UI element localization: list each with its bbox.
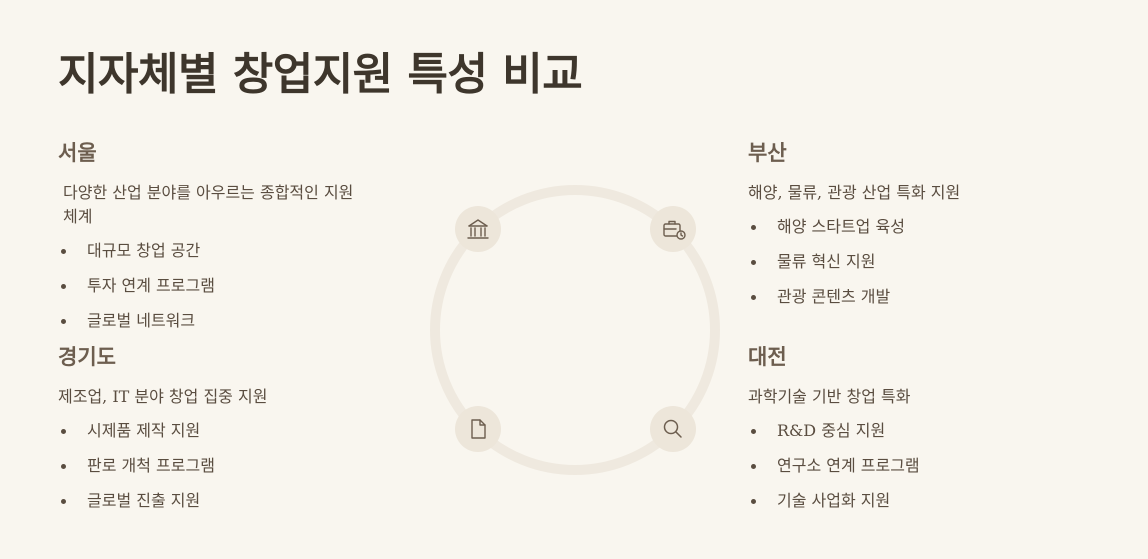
list-item: 시제품 제작 지원 <box>58 421 358 456</box>
list-item-label: R&D 중심 지원 <box>777 421 886 440</box>
list-item-label: 시제품 제작 지원 <box>87 421 201 440</box>
region-daejeon: 대전 과학기술 기반 창업 특화 R&D 중심 지원 연구소 연계 프로그램 기… <box>748 341 1048 526</box>
cycle-diagram <box>430 185 720 475</box>
list-item-label: 대규모 창업 공간 <box>87 241 201 260</box>
feature-list: R&D 중심 지원 연구소 연계 프로그램 기술 사업화 지원 <box>748 421 1048 526</box>
bullet <box>751 499 756 504</box>
list-item: 글로벌 진출 지원 <box>58 491 358 526</box>
list-item: 해양 스타트업 육성 <box>748 217 1048 252</box>
list-item: 관광 콘텐츠 개발 <box>748 287 1048 322</box>
region-description: 과학기술 기반 창업 특화 <box>748 387 911 406</box>
bullet <box>751 295 756 300</box>
region-gyeonggi: 경기도 제조업, IT 분야 창업 집중 지원 시제품 제작 지원 판로 개척 … <box>58 341 358 526</box>
list-item-label: 관광 콘텐츠 개발 <box>777 287 891 306</box>
bullet <box>61 249 66 254</box>
landmark-icon <box>455 206 501 252</box>
search-icon <box>650 406 696 452</box>
list-item: 투자 연계 프로그램 <box>58 276 358 311</box>
list-item-label: 판로 개척 프로그램 <box>87 456 215 475</box>
feature-list: 해양 스타트업 육성 물류 혁신 지원 관광 콘텐츠 개발 <box>748 217 1048 322</box>
region-description: 제조업, IT 분야 창업 집중 지원 <box>58 387 268 406</box>
bullet <box>61 429 66 434</box>
bullet <box>61 284 66 289</box>
list-item-label: 연구소 연계 프로그램 <box>777 456 920 475</box>
region-name: 대전 <box>748 345 787 369</box>
region-seoul: 서울 다양한 산업 분야를 아우르는 종합적인 지원 체계 대규모 창업 공간 … <box>58 137 358 346</box>
list-item: 글로벌 네트워크 <box>58 311 358 346</box>
region-name: 경기도 <box>58 345 116 369</box>
region-name: 부산 <box>748 141 787 165</box>
list-item-label: 물류 혁신 지원 <box>777 252 876 271</box>
bullet <box>61 319 66 324</box>
list-item: 대규모 창업 공간 <box>58 241 358 276</box>
bullet <box>751 464 756 469</box>
list-item-label: 해양 스타트업 육성 <box>777 217 905 236</box>
feature-list: 시제품 제작 지원 판로 개척 프로그램 글로벌 진출 지원 <box>58 421 358 526</box>
bullet <box>751 429 756 434</box>
document-icon <box>455 406 501 452</box>
list-item: 판로 개척 프로그램 <box>58 456 358 491</box>
list-item: R&D 중심 지원 <box>748 421 1048 456</box>
feature-list: 대규모 창업 공간 투자 연계 프로그램 글로벌 네트워크 <box>58 241 358 346</box>
region-description: 해양, 물류, 관광 산업 특화 지원 <box>748 183 961 202</box>
bullet <box>61 464 66 469</box>
region-description: 다양한 산업 분야를 아우르는 종합적인 지원 체계 <box>63 183 354 226</box>
briefcase-clock-icon <box>650 206 696 252</box>
region-name: 서울 <box>58 141 97 165</box>
list-item-label: 글로벌 진출 지원 <box>87 491 201 510</box>
list-item-label: 글로벌 네트워크 <box>87 311 196 330</box>
list-item: 물류 혁신 지원 <box>748 252 1048 287</box>
page-title: 지자체별 창업지원 특성 비교 <box>58 49 583 100</box>
bullet <box>751 260 756 265</box>
list-item-label: 투자 연계 프로그램 <box>87 276 215 295</box>
bullet <box>751 225 756 230</box>
region-busan: 부산 해양, 물류, 관광 산업 특화 지원 해양 스타트업 육성 물류 혁신 … <box>748 137 1048 322</box>
list-item-label: 기술 사업화 지원 <box>777 491 891 510</box>
bullet <box>61 499 66 504</box>
list-item: 기술 사업화 지원 <box>748 491 1048 526</box>
cycle-ring <box>430 185 720 475</box>
list-item: 연구소 연계 프로그램 <box>748 456 1048 491</box>
